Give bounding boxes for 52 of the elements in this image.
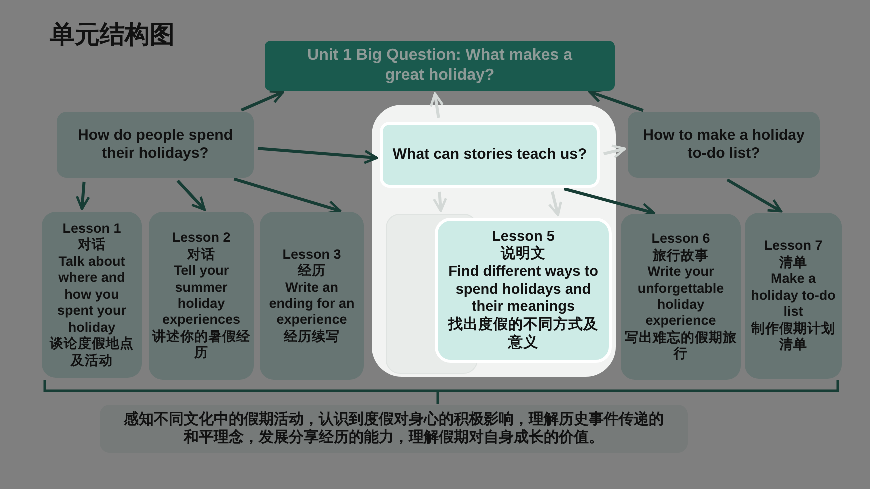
- lesson-text: Lesson 6: [652, 231, 710, 248]
- question-box: [265, 41, 615, 91]
- lesson-text: Lesson 5: [492, 228, 555, 246]
- lesson-text: Make a holiday to-do list: [750, 271, 837, 321]
- lesson-box: [745, 213, 842, 379]
- summary-text: 感知不同文化中的假期活动，认识到度假对身心的积极影响，理解历史事件传递的和平理念，发展分享经历的能力，理解假期对自身成长的价值。: [123, 410, 665, 448]
- arrow: [726, 178, 782, 213]
- lesson-text: 对话: [188, 246, 216, 264]
- arrow: [76, 182, 90, 210]
- arrow: [258, 147, 378, 164]
- summary-box: [100, 405, 688, 453]
- question-text: Unit 1 Big Question: What makes a great holiday?: [306, 46, 574, 86]
- lesson-text: 对话: [78, 237, 106, 254]
- lesson-box: [42, 212, 142, 378]
- lesson-text: 经历: [298, 263, 326, 280]
- lesson-text: Lesson 3: [282, 246, 342, 264]
- lesson-box: [435, 218, 612, 363]
- arrow: [234, 178, 342, 215]
- lesson-text: Lesson 1: [62, 220, 122, 238]
- question-box: [628, 112, 820, 178]
- lesson-box: [149, 212, 254, 380]
- question-text: How to make a holiday to-do list?: [642, 126, 806, 164]
- lesson-text: 讲述你的暑假经历: [152, 328, 251, 362]
- question-text: What can stories teach us?: [392, 146, 588, 164]
- lesson-text: Tell your summer holiday experiences: [161, 263, 242, 329]
- arrow: [176, 180, 206, 211]
- lesson-text: Write your unforgettable holiday experience: [636, 264, 726, 330]
- lesson-box: [621, 214, 741, 380]
- arrow: [433, 192, 448, 212]
- lesson-text: Talk about where and how you spent your holiday: [56, 254, 128, 336]
- arrow: [548, 192, 562, 216]
- lesson-box: [260, 212, 364, 380]
- question-text: How do people spend their holidays?: [76, 126, 234, 164]
- arrow: [430, 92, 444, 118]
- lesson-text: 旅行故事: [653, 248, 709, 264]
- lesson-text: 写出难忘的假期旅行: [624, 330, 738, 363]
- lesson-text: 清单: [780, 254, 808, 272]
- lesson-text: Find different ways to spend holidays and their meanings: [448, 264, 600, 316]
- arrow: [604, 144, 626, 159]
- question-box: [57, 112, 254, 178]
- lesson-text: 制作假期计划清单: [750, 320, 836, 354]
- lesson-text: Write an ending for an experience: [268, 280, 356, 329]
- arrow: [588, 89, 644, 112]
- lesson-text: 说明文: [501, 246, 546, 264]
- lesson-text: 找出度假的不同方式及意义: [447, 317, 600, 352]
- lesson-text: 谈论度假地点及活动: [48, 336, 135, 370]
- arrow: [241, 90, 284, 112]
- lesson-text: Lesson 2: [172, 230, 231, 247]
- lesson-text: 经历续写: [284, 328, 340, 346]
- title: 单元结构图: [50, 20, 175, 50]
- question-box: [380, 122, 600, 188]
- lesson-text: Lesson 7: [764, 238, 823, 255]
